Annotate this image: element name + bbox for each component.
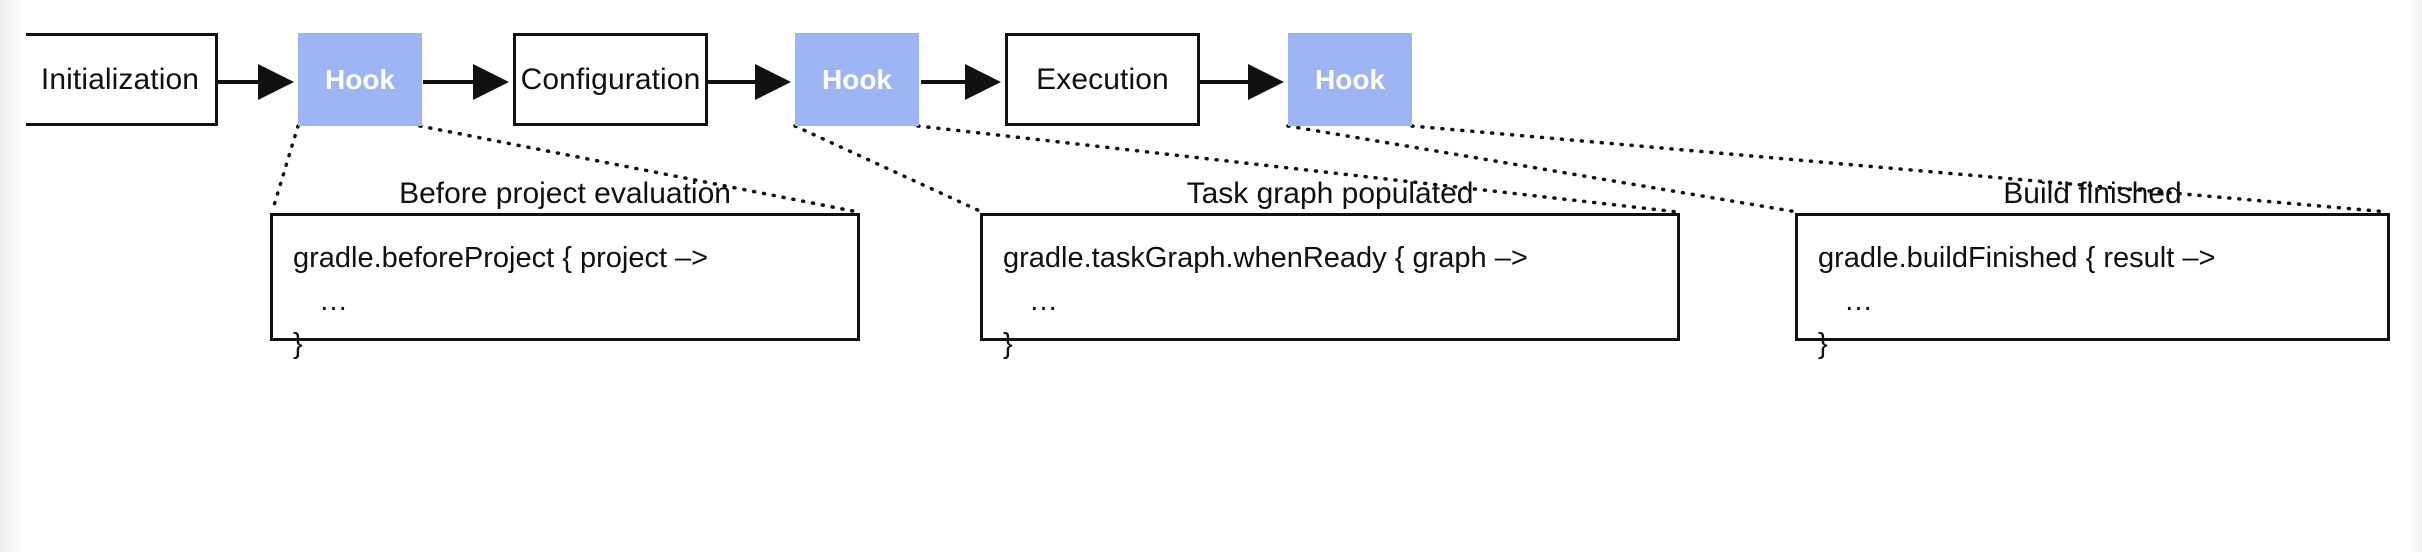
- hook-label-3: Hook: [1315, 63, 1385, 95]
- leader-hook-1-right: [418, 124, 860, 214]
- caption-text-2: Task graph populated: [1186, 177, 1474, 210]
- code-line-3-ellipsis: …: [1844, 285, 1876, 317]
- code-line-1-open: gradle.beforeProject { project –>: [293, 242, 709, 274]
- code-line-3-open: gradle.buildFinished { result –>: [1818, 242, 2216, 274]
- phase-box-execution[interactable]: Execution: [1005, 33, 1200, 126]
- code-line-1-ellipsis: …: [319, 285, 351, 317]
- leader-hook-2-left: [793, 124, 984, 214]
- phase-label-initialization: Initialization: [40, 62, 200, 96]
- code-line-1-close: }: [293, 328, 303, 360]
- hook-box-3[interactable]: Hook: [1288, 33, 1412, 126]
- code-line-3-close: }: [1818, 328, 1828, 360]
- phase-label-execution: Execution: [1036, 62, 1169, 96]
- callout-caption-build-finished: Build finished: [1795, 177, 2390, 211]
- leader-hook-3-left: [1286, 124, 1799, 214]
- caption-text-3: Build finished: [2003, 177, 2182, 210]
- phase-box-initialization[interactable]: Initialization: [22, 33, 218, 126]
- phase-label-configuration: Configuration: [520, 62, 701, 96]
- hook-box-2[interactable]: Hook: [795, 33, 919, 126]
- code-line-2-close: }: [1003, 328, 1013, 360]
- code-box-before-project-evaluation[interactable]: gradle.beforeProject { project –> … }: [270, 213, 860, 359]
- hook-label-1: Hook: [325, 63, 395, 95]
- hook-label-2: Hook: [822, 63, 892, 95]
- code-line-2-ellipsis: …: [1029, 285, 1061, 317]
- callout-caption-task-graph-populated: Task graph populated: [980, 177, 1680, 211]
- callout-caption-before-project-evaluation: Before project evaluation: [270, 177, 860, 211]
- hook-box-1[interactable]: Hook: [298, 33, 422, 126]
- code-box-build-finished[interactable]: gradle.buildFinished { result –> … }: [1795, 213, 2390, 359]
- leader-hook-2-right: [916, 124, 1680, 214]
- phase-box-configuration[interactable]: Configuration: [513, 33, 708, 126]
- code-line-2-open: gradle.taskGraph.whenReady { graph –>: [1003, 242, 1528, 274]
- code-box-task-graph-populated[interactable]: gradle.taskGraph.whenReady { graph –> … …: [980, 213, 1680, 359]
- leader-hook-3-right: [1410, 124, 2390, 214]
- caption-text-1: Before project evaluation: [399, 177, 731, 210]
